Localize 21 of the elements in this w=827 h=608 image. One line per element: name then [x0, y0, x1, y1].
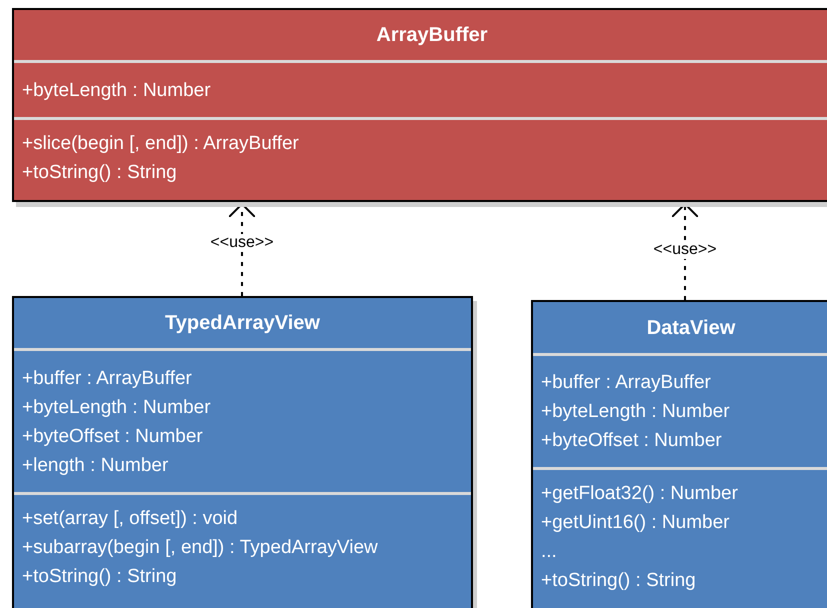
attribute-text: +byteLength : Number: [22, 78, 211, 102]
attribute-text: +byteLength : Number: [22, 396, 211, 420]
class-name: TypedArrayView: [165, 311, 320, 336]
attribute-text: +buffer : ArrayBuffer: [22, 366, 192, 390]
class-name: DataView: [646, 316, 736, 340]
operation-text: +subarray(begin [, end]) : TypedArrayView: [22, 536, 378, 560]
attribute-text: +length : Number: [22, 454, 168, 478]
class-name: ArrayBuffer: [376, 23, 488, 48]
operation-text: +toString() : String: [22, 565, 177, 589]
class-box: [531, 300, 827, 608]
attribute-text: +byteLength : Number: [541, 400, 730, 424]
attribute-text: +buffer : ArrayBuffer: [541, 371, 711, 395]
operation-text: +toString() : String: [541, 569, 696, 593]
operation-text: +getFloat32() : Number: [541, 482, 738, 506]
attribute-text: +byteOffset : Number: [22, 424, 203, 448]
attribute-text: +byteOffset : Number: [541, 429, 722, 453]
operation-text: +slice(begin [, end]) : ArrayBuffer: [22, 132, 299, 156]
operation-text: +getUint16() : Number: [541, 511, 730, 535]
operation-text: +toString() : String: [22, 161, 177, 185]
operation-text: ...: [541, 540, 557, 564]
operation-text: +set(array [, offset]) : void: [22, 507, 238, 531]
